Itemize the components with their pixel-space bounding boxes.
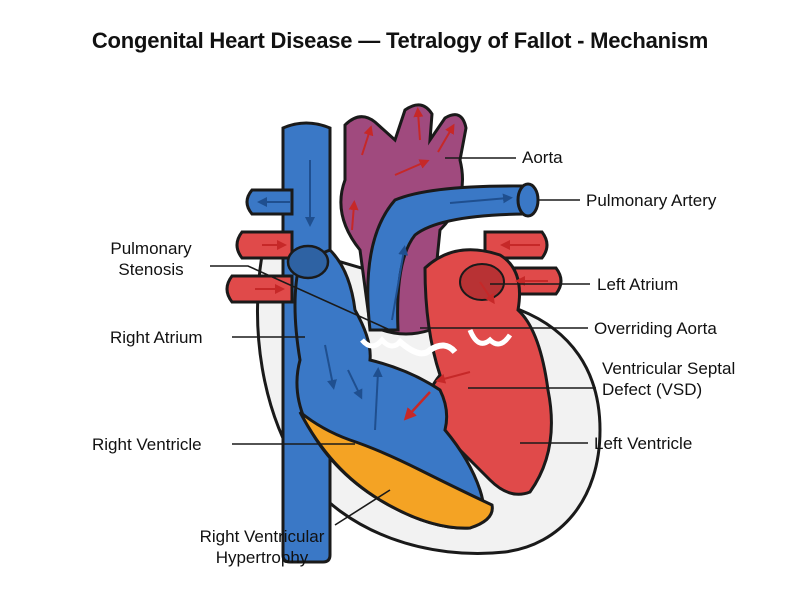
vena-cava-ring [286, 244, 330, 280]
label-right-atrium: Right Atrium [110, 328, 203, 347]
label-vsd-line1: Ventricular Septal [602, 359, 736, 378]
label-rv-hypertrophy-line1: Right Ventricular [199, 527, 325, 546]
flow-arrows [255, 107, 548, 431]
leader-lines [210, 157, 596, 526]
diagram-title: Congenital Heart Disease — Tetralogy of … [91, 28, 709, 53]
label-vsd: Ventricular Septal Defect (VSD) [602, 358, 735, 400]
mitral-valve [467, 329, 513, 347]
label-rv-hypertrophy: Right Ventricular Hypertrophy [182, 526, 342, 568]
label-pulmonary-stenosis-line1: Pulmonary [110, 239, 192, 258]
pulmonary-artery-end [516, 182, 540, 218]
label-aorta: Aorta [522, 148, 563, 167]
label-pulmonary-artery: Pulmonary Artery [586, 191, 717, 210]
rv-hypertrophy-wall [298, 410, 494, 530]
left-heart-chambers [423, 248, 553, 496]
pulmonary-valve [360, 336, 404, 349]
label-pulmonary-stenosis-line2: Stenosis [118, 260, 184, 279]
label-right-ventricle: Right Ventricle [92, 435, 202, 454]
ventricular-septum [395, 337, 458, 357]
left-atrium-shade [459, 263, 505, 301]
label-left-ventricle: Left Ventricle [594, 434, 693, 453]
label-left-atrium: Left Atrium [597, 275, 679, 294]
label-rv-hypertrophy-line2: Hypertrophy [215, 548, 309, 567]
label-pulmonary-stenosis: Pulmonary Stenosis [96, 238, 206, 280]
label-vsd-line2: Defect (VSD) [602, 380, 703, 399]
label-overriding-aorta: Overriding Aorta [594, 319, 717, 338]
